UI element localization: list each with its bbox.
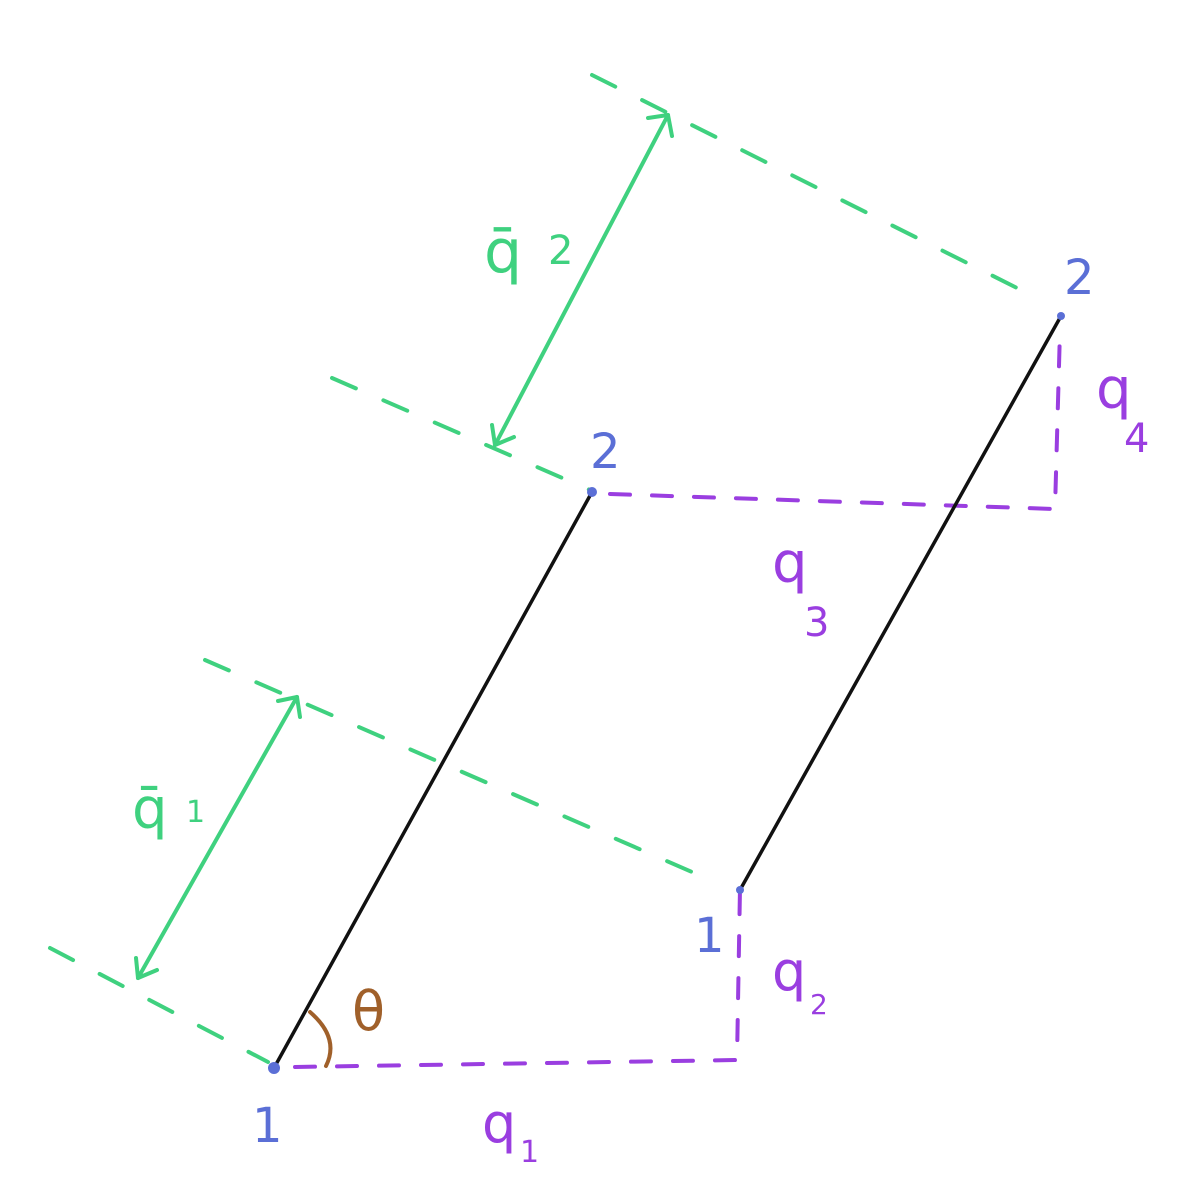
node-start-2 (587, 487, 597, 497)
q-bar-2-label: q̄ (484, 217, 522, 287)
q1-q2-path (293, 886, 742, 1069)
q2-subscript: 2 (810, 988, 828, 1021)
guide-line-upper-mid (330, 376, 592, 492)
node-end-1 (736, 886, 744, 894)
theta-label: θ (352, 980, 385, 1043)
node-start-1-label: 1 (252, 1098, 283, 1154)
node-start-1 (268, 1062, 280, 1074)
q-bar-2-subscript: 2 (548, 228, 573, 274)
bar-end (738, 314, 1063, 892)
node-start-2-label: 2 (590, 424, 621, 480)
guide-line-lower-mid (203, 658, 717, 884)
node-end-1-label: 1 (694, 908, 725, 964)
node-end-2 (1057, 312, 1065, 320)
q3-label: q (772, 531, 808, 596)
purple-dashed-components (293, 328, 1062, 1069)
green-dashed-guides (48, 73, 1037, 1064)
q2-label: q (772, 940, 806, 1003)
q-bar-1-subscript: 1 (186, 795, 205, 830)
q-bar-1-label: q̄ (132, 777, 168, 842)
q1-subscript: 1 (520, 1135, 539, 1170)
theta-arc (308, 1010, 333, 1068)
q-bar-2-arrow (490, 113, 674, 447)
q1-label: q (482, 1092, 516, 1155)
bar-start (272, 490, 594, 1070)
q3-subscript: 3 (804, 600, 829, 646)
node-end-2-label: 2 (1064, 250, 1095, 306)
q3-q4-path (608, 328, 1062, 512)
q4-label: q (1096, 357, 1132, 422)
q-bar-1-arrow (134, 695, 302, 980)
bars (272, 314, 1063, 1070)
nodes (268, 312, 1065, 1074)
guide-line-top (590, 73, 1037, 299)
guide-line-bottom (48, 946, 270, 1064)
q4-subscript: 4 (1124, 416, 1149, 462)
